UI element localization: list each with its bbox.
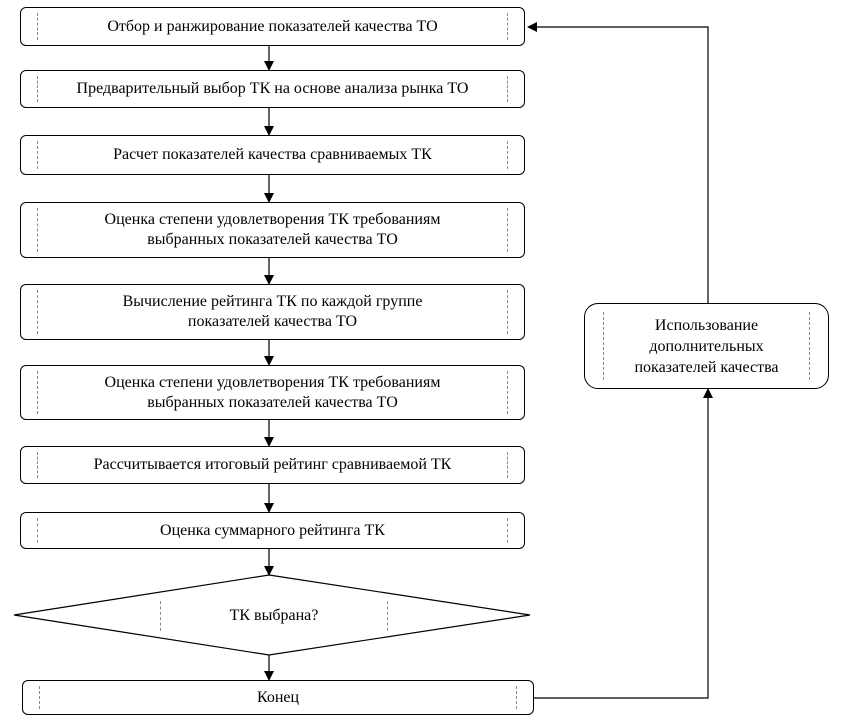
step-5-label: Вычисление рейтинга ТК по каждой группе … <box>122 293 423 330</box>
step-6-label: Оценка степени удовлетворения ТК требова… <box>104 373 441 411</box>
step-7-label: Рассчитывается итоговый рейтинг сравнива… <box>93 456 452 473</box>
step-6-box: Оценка степени удовлетворения ТК требова… <box>20 365 525 420</box>
decision-diamond <box>13 574 531 656</box>
step-5-box: Вычисление рейтинга ТК по каждой группе … <box>20 284 525 340</box>
step-2-box: Предварительный выбор ТК на основе анали… <box>20 70 525 108</box>
step-2-label: Предварительный выбор ТК на основе анали… <box>76 80 469 97</box>
step-1-label: Отбор и ранжирование показателей качеств… <box>107 17 438 35</box>
step-7-box: Рассчитывается итоговый рейтинг сравнива… <box>20 446 525 484</box>
step-1-box: Отбор и ранжирование показателей качеств… <box>20 7 525 46</box>
decision-label: ТК выбрана? <box>160 601 388 631</box>
step-4-box: Оценка степени удовлетворения ТК требова… <box>20 202 525 258</box>
step-8-box: Оценка суммарного рейтинга ТК <box>20 512 525 549</box>
arrow-end-to-side <box>534 388 713 699</box>
end-label: Конец <box>256 688 300 706</box>
step-4-label: Оценка степени удовлетворения ТК требова… <box>104 211 441 248</box>
side-label: Использование дополнительных показателей… <box>634 316 779 376</box>
arrow-side-to-start <box>527 22 709 303</box>
step-3-box: Расчет показателей качества сравниваемых… <box>20 135 525 175</box>
end-box: Конец <box>22 680 534 715</box>
step-8-label: Оценка суммарного рейтинга ТК <box>160 521 385 539</box>
step-3-label: Расчет показателей качества сравниваемых… <box>113 146 432 163</box>
side-box: Использование дополнительных показателей… <box>584 303 829 389</box>
